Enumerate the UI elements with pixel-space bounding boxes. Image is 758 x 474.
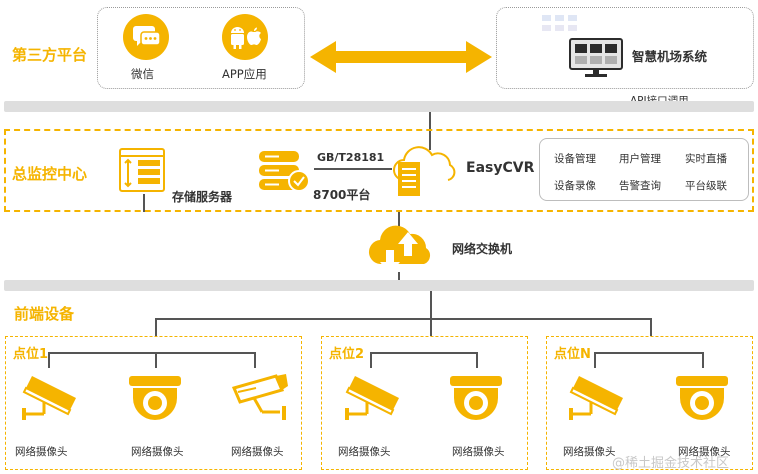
wechat-label: 微信 xyxy=(131,67,154,81)
point1-camera3-label: 网络摄像头 xyxy=(231,446,284,458)
double-arrow-icon xyxy=(310,41,492,73)
pointN-cam1-line xyxy=(594,352,596,368)
point2-camera1-label: 网络摄像头 xyxy=(338,446,391,458)
point1-drop-line xyxy=(155,318,157,336)
pointN-box xyxy=(546,336,753,470)
third-party-title: 第三方平台 xyxy=(12,46,88,64)
dome-camera-icon xyxy=(129,376,181,420)
storage-server-icon xyxy=(119,148,165,192)
feature-device-recording: 设备录像 xyxy=(554,180,596,192)
feature-alarm-query: 告警查询 xyxy=(619,180,661,192)
storage-server-label: 存储服务器 xyxy=(172,190,233,204)
upper-bus xyxy=(4,101,754,112)
distribution-trunk-line xyxy=(430,291,432,319)
point1-camera1-label: 网络摄像头 xyxy=(15,446,68,458)
storage-connector-line xyxy=(143,194,145,212)
monitor-icon xyxy=(569,38,623,77)
pointN-bus-line xyxy=(594,352,703,354)
network-switch-label: 网络交换机 xyxy=(452,242,513,256)
bullet-camera-icon xyxy=(22,376,76,420)
point1-cam3-line xyxy=(254,352,256,368)
protocol-connector-line xyxy=(314,168,392,170)
feature-user-management: 用户管理 xyxy=(619,153,661,165)
pointN-drop-line xyxy=(650,318,652,336)
third-party-apps-box xyxy=(97,7,305,89)
monitoring-center-box xyxy=(4,129,754,212)
features-box xyxy=(539,138,749,201)
pointN-camera2-label: 网络摄像头 xyxy=(678,446,731,458)
platform-8700-label: 8700平台 xyxy=(313,188,371,202)
point1-cam2-line xyxy=(155,352,157,368)
point2-camera2-label: 网络摄像头 xyxy=(452,446,505,458)
app-circle xyxy=(222,14,268,60)
protocol-label: GB/T28181 xyxy=(317,151,385,164)
bullet-camera-icon xyxy=(345,376,399,420)
dome-camera-icon xyxy=(676,376,728,420)
switch-bottom-line xyxy=(398,272,400,280)
feature-live-stream: 实时直播 xyxy=(685,153,727,165)
pointN-label: 点位N xyxy=(554,347,591,362)
app-label: APP应用 xyxy=(222,67,267,81)
feature-platform-cascade: 平台级联 xyxy=(685,180,727,192)
feature-device-management: 设备管理 xyxy=(554,153,596,165)
smart-airport-box xyxy=(496,7,754,89)
point2-cam2-line xyxy=(476,352,478,368)
small-windows-icon xyxy=(542,15,577,31)
api-connector-line xyxy=(429,112,431,150)
point1-bus-line xyxy=(48,352,254,354)
point2-box xyxy=(321,336,528,470)
point2-cam1-line xyxy=(370,352,372,368)
bullet-camera-outline-icon xyxy=(231,374,288,420)
pointN-camera1-label: 网络摄像头 xyxy=(563,446,616,458)
distribution-horizontal-line xyxy=(155,318,651,320)
pointN-cam2-line xyxy=(702,352,704,368)
platform-8700-server-icon xyxy=(259,151,310,192)
dome-camera-icon xyxy=(450,376,502,420)
easycvr-label: EasyCVR xyxy=(466,160,535,176)
watermark: @稀土掘金技术社区 xyxy=(612,456,730,471)
lower-bus xyxy=(4,280,754,291)
monitoring-center-title: 总监控中心 xyxy=(12,165,88,183)
android-apple-icon xyxy=(231,27,261,49)
point2-bus-line xyxy=(370,352,477,354)
point1-label: 点位1 xyxy=(13,347,49,362)
point1-cam1-line xyxy=(48,352,50,368)
bullet-camera-icon xyxy=(569,376,623,420)
point2-label: 点位2 xyxy=(329,347,365,362)
point1-camera2-label: 网络摄像头 xyxy=(131,446,184,458)
point1-box xyxy=(5,336,302,470)
switch-top-line xyxy=(398,212,400,228)
smart-airport-label: 智慧机场系统 xyxy=(632,49,708,64)
point2-drop-line xyxy=(430,318,432,336)
wechat-circle xyxy=(123,14,169,60)
network-switch-icon xyxy=(368,225,431,274)
wechat-icon xyxy=(133,26,161,46)
easycvr-cloud-server-icon xyxy=(393,146,456,196)
frontend-title: 前端设备 xyxy=(14,305,75,323)
